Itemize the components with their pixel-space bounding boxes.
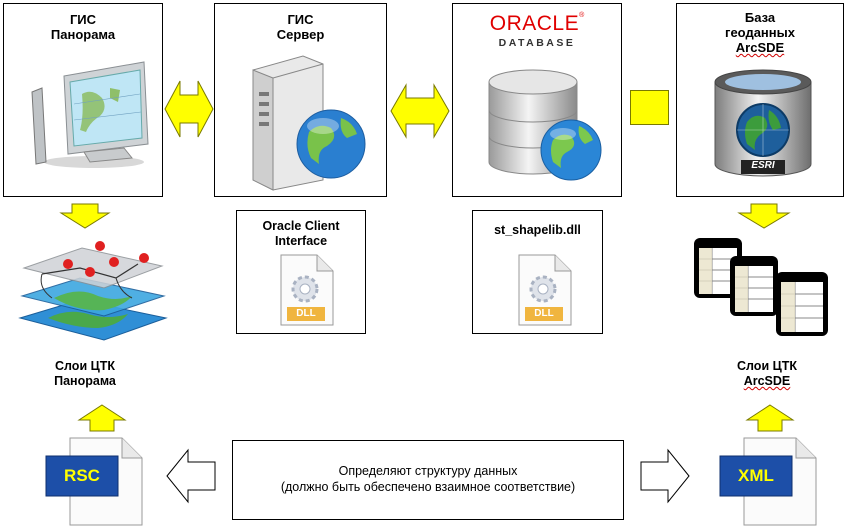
- attribute-tables-icon: [694, 238, 828, 336]
- down-arrow-panorama: [59, 203, 111, 229]
- right-outline-arrow: [640, 448, 690, 504]
- esri-badge: ESRI: [751, 160, 775, 171]
- double-arrow-server-oracle: [390, 83, 450, 139]
- xml-file-icon: [719, 437, 817, 526]
- oracle-client-box: Oracle Client Interface DLL: [236, 210, 366, 334]
- server-globe-icon: [252, 55, 366, 191]
- dll-label: DLL: [534, 308, 554, 319]
- oracle-logo: ORACLE® DATABASE: [489, 12, 585, 49]
- structure-note: Определяют структуру данных (должно быть…: [280, 464, 576, 494]
- oracle-database-box: ORACLE® DATABASE: [452, 3, 622, 197]
- database-globe-icon: [488, 69, 602, 181]
- down-arrow-arcsde: [737, 203, 791, 229]
- gis-panorama-title: ГИС Панорама: [50, 12, 116, 42]
- oracle-client-title: Oracle Client Interface: [262, 219, 340, 248]
- gis-server-box: ГИС Сервер: [214, 3, 387, 197]
- layers-arcsde-label: Слои ЦТК ArcSDE: [737, 359, 797, 388]
- dll-file-icon: [518, 254, 572, 326]
- shapelib-box: st_shapelib.dll DLL: [472, 210, 603, 334]
- layers-panorama-label: Слои ЦТК Панорама: [54, 359, 116, 388]
- structure-note-box: Определяют структуру данных (должно быть…: [232, 440, 624, 520]
- up-arrow-rsc: [77, 404, 127, 432]
- map-layers-icon: [18, 241, 168, 341]
- arcsde-title: База геоданных ArcSDE: [725, 10, 795, 55]
- shapelib-title: st_shapelib.dll: [494, 223, 581, 237]
- rsc-label: RSC: [64, 466, 100, 485]
- xml-label: XML: [738, 466, 774, 485]
- link-block-oracle-arcsde: [630, 90, 669, 125]
- dll-label: DLL: [296, 308, 316, 319]
- esri-database-icon: [714, 69, 812, 177]
- up-arrow-xml: [745, 404, 795, 432]
- double-arrow-panorama-server: [164, 80, 214, 138]
- rsc-file-icon: [45, 437, 143, 526]
- gis-server-title: ГИС Сервер: [276, 12, 325, 42]
- arcsde-database-box: База геоданных ArcSDE ESRI: [676, 3, 844, 197]
- workstation-icon: [31, 61, 149, 168]
- left-outline-arrow: [166, 448, 216, 504]
- dll-file-icon: [280, 254, 334, 326]
- gis-panorama-box: ГИС Панорама: [3, 3, 163, 197]
